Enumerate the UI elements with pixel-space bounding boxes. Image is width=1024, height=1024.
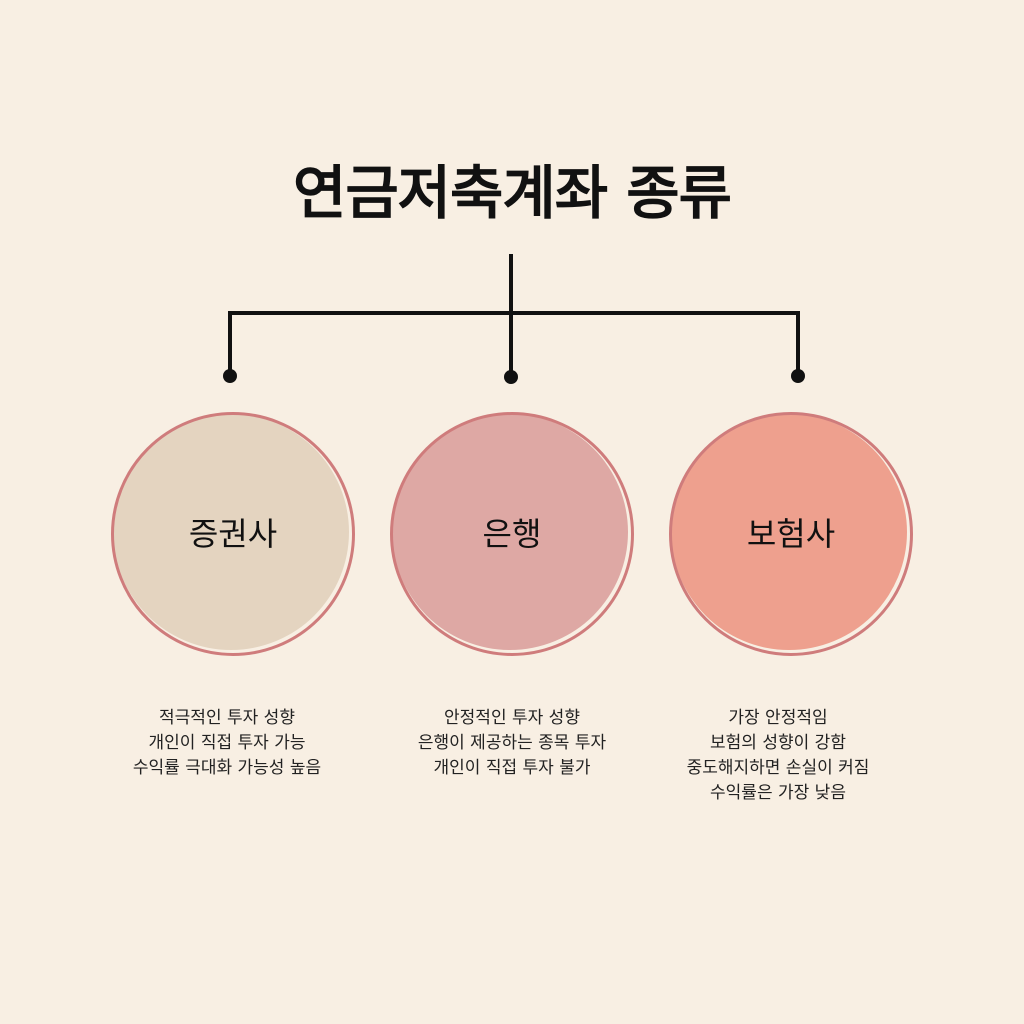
tree-connector [223,254,805,384]
description-line: 수익률은 가장 낮음 [710,783,846,803]
description-line: 개인이 직접 투자 가능 [148,733,306,753]
node-label: 증권사 [188,515,278,553]
description-insurance: 가장 안정적임 보험의 성향이 강함 중도해지하면 손실이 커짐 수익률은 가장… [628,706,928,806]
description-line: 안정적인 투자 성향 [444,708,580,728]
node-ring [390,412,634,656]
node-label: 보험사 [746,515,836,553]
description-line: 은행이 제공하는 종목 투자 [417,733,607,753]
node-insurance: 보험사 [669,412,913,656]
description-line: 가장 안정적임 [728,708,828,728]
description-line: 보험의 성향이 강함 [710,733,846,753]
node-label: 은행 [482,515,542,553]
connector-dot-center [504,370,518,384]
description-line: 적극적인 투자 성향 [159,708,295,728]
node-securities: 증권사 [111,412,355,656]
description-line: 개인이 직접 투자 불가 [433,758,591,778]
description-line: 중도해지하면 손실이 커짐 [686,758,870,778]
connector-dot-right [791,369,805,383]
page-title: 연금저축계좌 종류 [292,159,732,227]
connector-branch [228,311,800,376]
node-bank: 은행 [390,412,634,656]
node-ring [111,412,355,656]
description-line: 수익률 극대화 가능성 높음 [132,758,322,778]
node-ring [669,412,913,656]
description-bank: 안정적인 투자 성향 은행이 제공하는 종목 투자 개인이 직접 투자 불가 [362,706,662,781]
connector-dot-left [223,369,237,383]
description-securities: 적극적인 투자 성향 개인이 직접 투자 가능 수익률 극대화 가능성 높음 [77,706,377,781]
